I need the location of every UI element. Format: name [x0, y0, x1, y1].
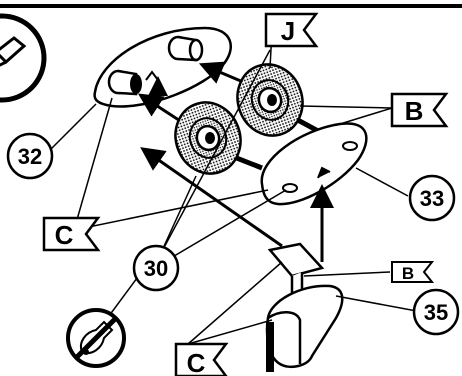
no-cement-icon: [66, 308, 126, 368]
flag-c-left-text: C: [55, 220, 74, 250]
flag-b-lower: B: [391, 261, 435, 283]
flag-j: J: [264, 12, 319, 48]
flag-c-left: C: [42, 216, 101, 252]
seat-35: [265, 284, 344, 372]
callout-32-text: 32: [18, 144, 42, 169]
callout-30: 30: [132, 244, 180, 292]
callout-33-text: 33: [420, 186, 444, 211]
flag-c-bottom-text: C: [187, 348, 206, 376]
callout-32: 32: [6, 132, 54, 180]
flag-j-text: J: [281, 16, 295, 46]
callout-30-text: 30: [144, 256, 168, 281]
flag-b-upper: B: [390, 92, 449, 128]
callout-35-text: 35: [424, 300, 448, 325]
flag-b-lower-text: B: [402, 264, 414, 283]
leader-lines: [49, 29, 423, 345]
callout-33: 33: [408, 174, 456, 222]
wheel-lower: [174, 101, 242, 175]
cement-tube-icon: [0, 13, 47, 103]
plate-33: [260, 122, 368, 206]
wheel-upper: [236, 63, 304, 137]
flag-c-bottom: C: [174, 342, 229, 376]
flag-b-upper-text: B: [405, 96, 424, 126]
callout-35: 35: [412, 288, 460, 336]
